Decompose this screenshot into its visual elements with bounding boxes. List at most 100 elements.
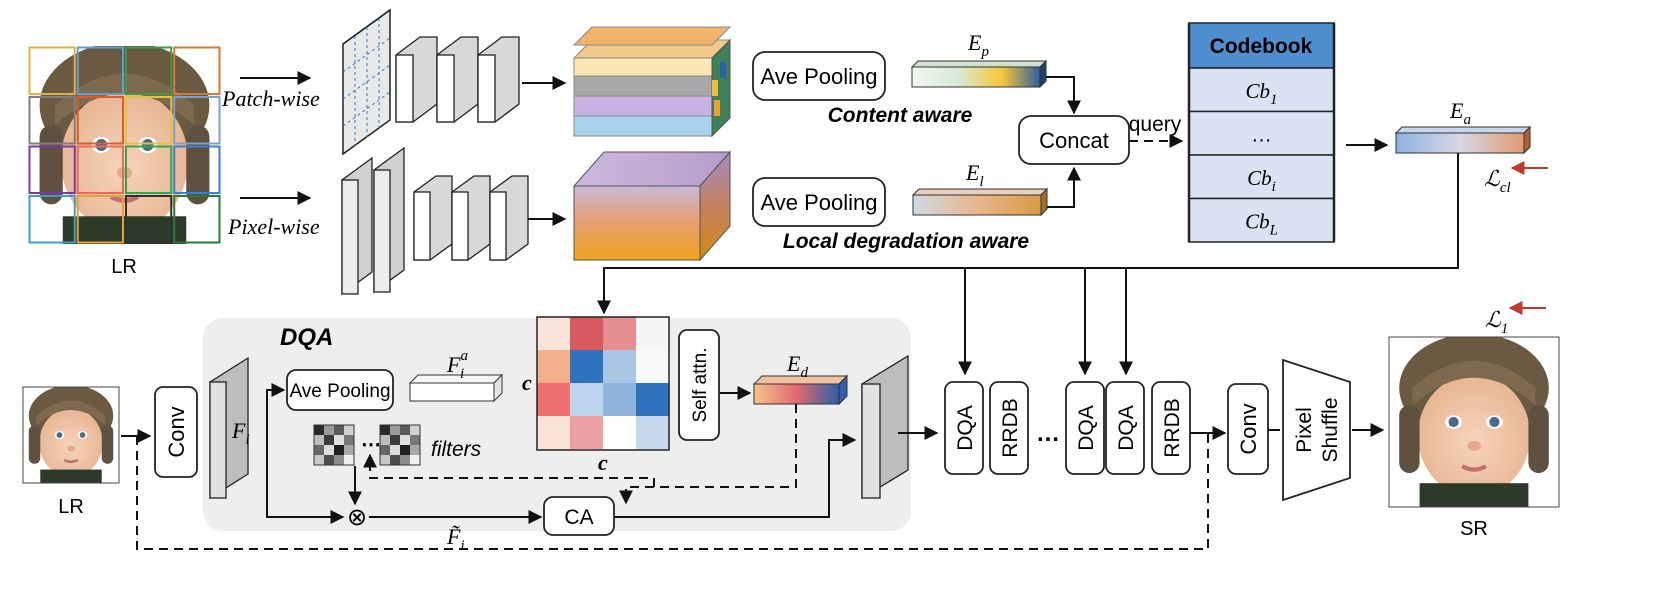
ave-pooling-bottom-label: Ave Pooling xyxy=(760,190,877,215)
matrix-cell xyxy=(570,383,603,416)
sr-output-image xyxy=(1388,336,1560,508)
ed-to-filters-arrow xyxy=(363,453,655,487)
filter-cell xyxy=(344,435,354,445)
ea-to-matrix-arrow xyxy=(597,153,1459,315)
codebook-header xyxy=(1188,22,1335,69)
patch-cell xyxy=(125,145,173,194)
dqa-block xyxy=(944,381,984,475)
fi-label: Fi xyxy=(231,418,250,448)
filter-cell xyxy=(390,435,400,445)
dqa-block xyxy=(1065,381,1105,475)
ea-vector xyxy=(1394,125,1532,155)
ed-to-ca-arrow xyxy=(619,404,797,505)
matrix-cell xyxy=(570,317,603,350)
content-aware-label: Content aware xyxy=(828,104,973,127)
rrdb-block xyxy=(1151,381,1191,475)
lr-top-label: LR xyxy=(111,256,137,278)
self-attn-label: Self attn. xyxy=(690,348,711,423)
pixel-shuffle-block xyxy=(1282,358,1351,502)
ep-to-concat-arrow xyxy=(1046,76,1081,115)
patch-feature-stack xyxy=(572,26,732,138)
matrix-c-bottom: c xyxy=(598,450,608,475)
sr-label: SR xyxy=(1460,518,1488,540)
codebook-row-label: … xyxy=(1251,124,1272,147)
filter-kernel-1 xyxy=(313,424,355,466)
fi-tilde-label: F̃i xyxy=(446,524,465,554)
filter-cell xyxy=(400,455,410,465)
rrdb-block xyxy=(989,381,1029,475)
matrix-cell xyxy=(636,317,669,350)
filter-cell xyxy=(344,455,354,465)
filter-cell xyxy=(380,425,390,435)
lr-bottom-label: LR xyxy=(58,496,84,518)
filter-cell xyxy=(390,445,400,455)
ea-label: Ea xyxy=(1449,98,1471,128)
fia-vector xyxy=(408,373,504,403)
lr-patch-image xyxy=(28,42,221,244)
matrix-cell xyxy=(603,383,636,416)
matrix-border xyxy=(536,316,670,451)
local-degradation-aware-label: Local degradation aware xyxy=(783,230,1030,253)
block-ellipsis: … xyxy=(1036,420,1060,447)
correlation-matrix xyxy=(537,317,669,449)
matrix-cell xyxy=(570,416,603,449)
patch-cell xyxy=(173,145,221,194)
patch-cell xyxy=(76,46,124,95)
fi-to-pool-arrow xyxy=(266,383,286,436)
ep-vector xyxy=(910,59,1048,89)
filter-cell xyxy=(380,435,390,445)
concat-label: Concat xyxy=(1039,128,1109,153)
l1-label: ℒ1 xyxy=(1485,307,1508,337)
codebook-row xyxy=(1188,197,1335,243)
patch-cell xyxy=(76,195,124,244)
pixel-wise-label: Pixel-wise xyxy=(227,214,320,239)
matrix-cell xyxy=(603,350,636,383)
patch-cell xyxy=(173,96,221,145)
pixel-shuffle-label-2: Shuffle xyxy=(1319,398,1342,463)
filter-cell xyxy=(334,435,344,445)
patch-wise-encoder xyxy=(342,8,520,156)
patch-cell xyxy=(28,96,76,145)
matrix-cell xyxy=(537,416,570,449)
matrix-cell xyxy=(537,317,570,350)
global-skip-dashed xyxy=(136,433,1209,550)
dqa-title: DQA xyxy=(280,324,333,351)
filter-cell xyxy=(380,455,390,465)
codebook-row xyxy=(1188,67,1335,113)
patch-cell xyxy=(173,46,221,95)
filter-cell xyxy=(410,445,420,455)
matrix-cell xyxy=(603,416,636,449)
patch-cell xyxy=(28,195,76,244)
filter-cell xyxy=(324,455,334,465)
matrix-cell xyxy=(537,383,570,416)
ave-pooling-top xyxy=(752,51,886,101)
codebook-row-label: CbL xyxy=(1245,210,1278,239)
lr-input-image xyxy=(22,386,120,484)
codebook-row-label: Cb1 xyxy=(1245,79,1277,108)
patch-grid xyxy=(28,46,221,244)
codebook-row xyxy=(1188,110,1335,156)
dqa-block-label: DQA xyxy=(1075,405,1098,451)
patch-cell xyxy=(28,46,76,95)
patch-cell xyxy=(173,195,221,244)
fi-to-mult-arrow xyxy=(266,436,345,524)
fi-feature xyxy=(209,356,249,500)
matrix-cell xyxy=(570,350,603,383)
patch-cell xyxy=(125,46,173,95)
pixel-feature-cube xyxy=(572,150,732,262)
filter-cell xyxy=(334,425,344,435)
el-to-concat-arrow xyxy=(1047,166,1081,208)
filter-dots: ⋯ xyxy=(361,434,381,456)
filter-cell xyxy=(314,455,324,465)
dqa-output-feature xyxy=(861,354,909,500)
filter-cell xyxy=(400,425,410,435)
ep-label: Ep xyxy=(967,30,989,60)
filter-cell xyxy=(344,425,354,435)
filter-cell xyxy=(410,435,420,445)
filter-cell xyxy=(324,445,334,455)
patch-cell xyxy=(125,195,173,244)
